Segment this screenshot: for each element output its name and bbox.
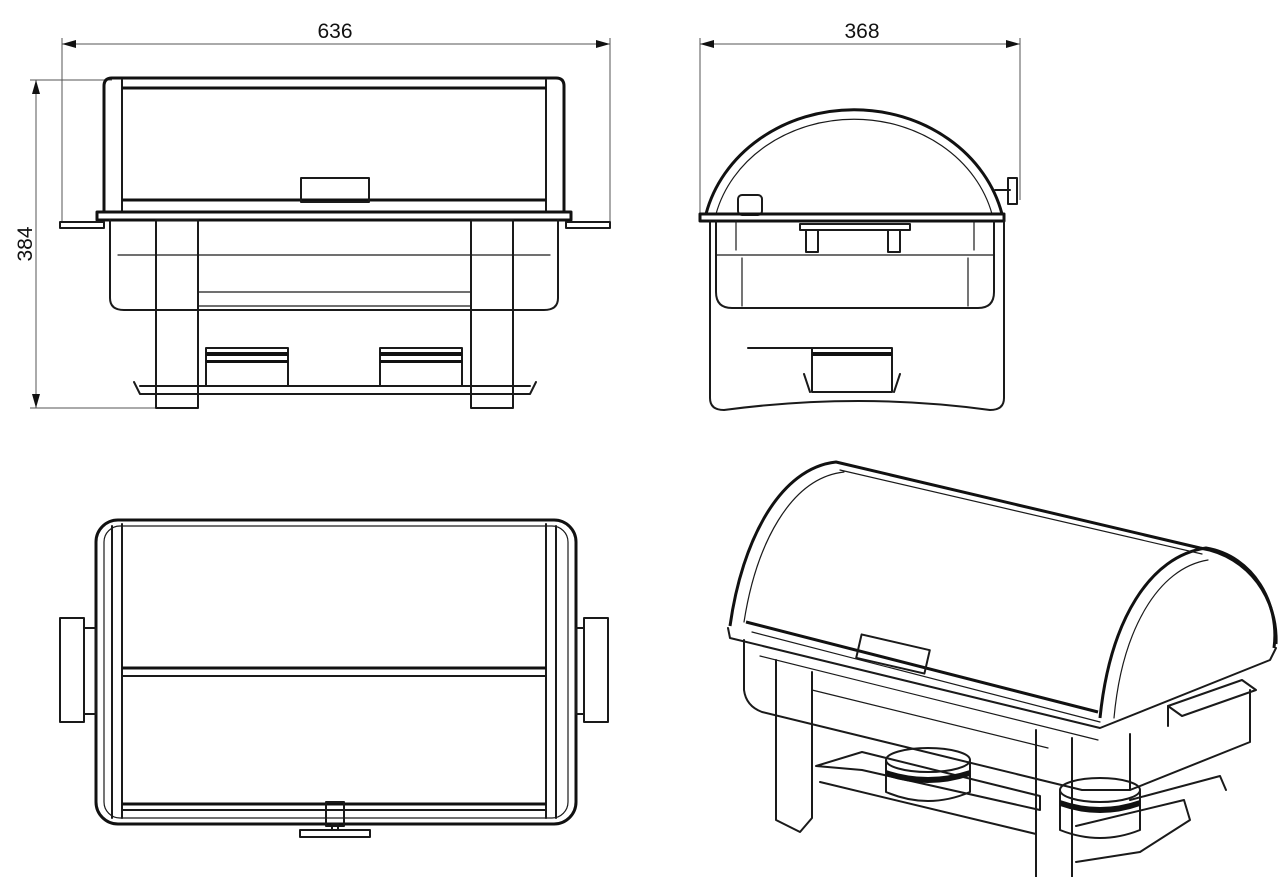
isometric-view <box>727 460 1278 877</box>
iso-fuel-holder-right <box>1059 777 1141 839</box>
front-width-dimension: 636 <box>61 20 611 222</box>
front-height-label: 384 <box>14 226 37 261</box>
fuel-holder-right <box>379 347 463 387</box>
side-view: 368 <box>698 20 1021 411</box>
side-width-label: 368 <box>844 20 879 43</box>
side-width-dimension: 368 <box>699 20 1021 216</box>
fuel-holder-left <box>205 347 289 387</box>
front-width-label: 636 <box>317 20 352 43</box>
front-view: 636 384 <box>14 20 611 409</box>
top-view <box>59 518 609 838</box>
front-height-dimension: 384 <box>14 79 160 409</box>
iso-fuel-holder-left <box>885 747 971 802</box>
